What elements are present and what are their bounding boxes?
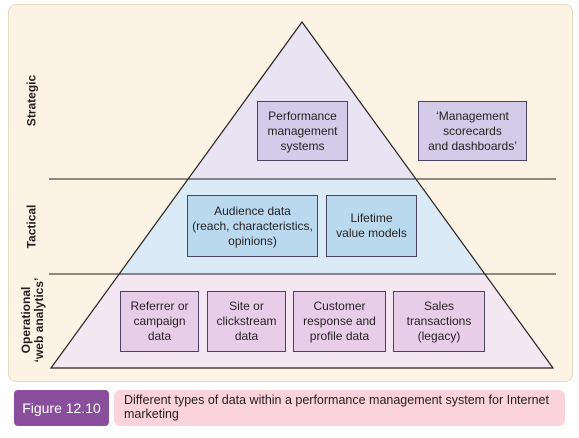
tier-label-operational-line2: ‘web analytics’ xyxy=(32,277,46,363)
box-sales-transactions: Sales transactions (legacy) xyxy=(393,291,485,352)
tier-label-strategic: Strategic xyxy=(24,74,39,127)
box-customer-response-data: Customer response and profile data xyxy=(293,291,386,352)
box-audience-data-text: Audience data (reach, characteristics, o… xyxy=(192,203,313,248)
box-audience-data: Audience data (reach, characteristics, o… xyxy=(187,195,318,257)
box-referrer-campaign-data-text: Referrer or campaign data xyxy=(130,299,189,343)
box-performance-management-systems: Performance management systems xyxy=(257,101,348,161)
box-clickstream-data-text: Site or clickstream data xyxy=(216,299,277,343)
box-management-scorecards: ‘Management scorecards and dashboards’ xyxy=(418,101,527,161)
pyramid-outline xyxy=(49,20,555,369)
figure-number-badge: Figure 12.10 xyxy=(14,390,109,426)
figure-caption-text: Different types of data within a perform… xyxy=(114,390,565,426)
tier-label-tactical: Tactical xyxy=(24,204,39,249)
tier-label-operational: Operational ‘web analytics’ xyxy=(19,272,48,368)
box-lifetime-value-models: Lifetime value models xyxy=(326,195,417,257)
figure-caption-bar: Figure 12.10 Different types of data wit… xyxy=(8,386,571,431)
box-sales-transactions-text: Sales transactions (legacy) xyxy=(406,299,472,343)
box-lifetime-value-models-text: Lifetime value models xyxy=(336,211,407,240)
pyramid-strategic-tier xyxy=(189,22,415,179)
box-management-scorecards-text: ‘Management scorecards and dashboards’ xyxy=(428,108,517,153)
box-referrer-campaign-data: Referrer or campaign data xyxy=(120,291,199,352)
box-customer-response-data-text: Customer response and profile data xyxy=(303,299,376,343)
box-performance-management-systems-text: Performance management systems xyxy=(267,108,338,153)
box-clickstream-data: Site or clickstream data xyxy=(207,291,286,352)
